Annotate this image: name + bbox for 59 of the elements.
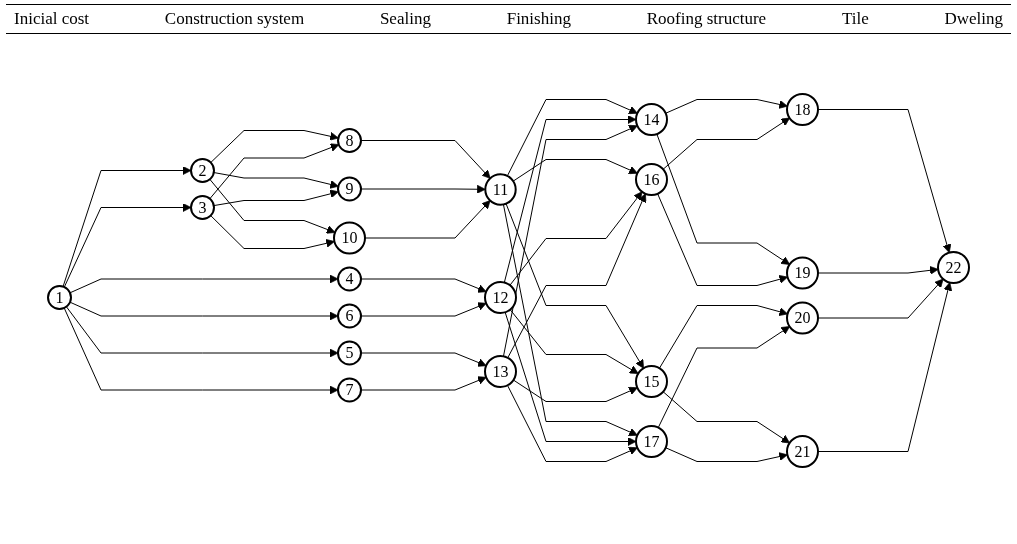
arrow [209, 178, 336, 234]
column-heading: Finishing [506, 9, 571, 29]
node-circle: 8 [337, 128, 362, 153]
column-heading: Sealing [379, 9, 431, 29]
arrow [656, 133, 790, 265]
node-circle: 5 [337, 340, 362, 366]
node-circle: 22 [937, 251, 970, 284]
column-heading: Inicial cost [14, 9, 90, 29]
arrow [657, 193, 788, 286]
arrow [69, 301, 339, 321]
arrow [657, 326, 790, 429]
node-circle: 6 [337, 303, 362, 329]
arrow [63, 307, 339, 395]
column-heading: Tile [841, 9, 869, 29]
node-circle: 9 [337, 176, 362, 202]
node-circle: 18 [786, 93, 819, 126]
arrow [210, 215, 335, 249]
arrow [509, 191, 643, 286]
node-circle: 4 [337, 266, 362, 292]
arrow [662, 391, 790, 444]
node-circle: 2 [190, 158, 215, 183]
arrow [69, 274, 339, 294]
arrow [512, 379, 638, 402]
node-circle: 19 [786, 256, 819, 290]
node-circle: 15 [635, 365, 668, 398]
node-circle: 14 [635, 103, 668, 136]
node-circle: 1 [47, 285, 72, 310]
arrow [507, 384, 638, 462]
arrow [209, 143, 340, 200]
arrow [506, 99, 638, 177]
node-circle: 7 [337, 377, 362, 403]
arrow [504, 311, 637, 446]
arrow [502, 203, 638, 437]
arrow [503, 124, 638, 357]
arrow [63, 203, 192, 288]
arrow [210, 130, 339, 163]
node-circle: 17 [635, 425, 668, 458]
node-circle: 16 [635, 163, 668, 196]
arrow [213, 189, 339, 207]
node-circle: 13 [484, 355, 517, 388]
arrow [665, 99, 788, 114]
node-circle: 20 [786, 301, 819, 335]
arrow [665, 447, 788, 462]
column-heading: Construction system [164, 9, 305, 29]
arrow [65, 306, 339, 358]
arrow [662, 117, 790, 170]
node-circle: 11 [484, 173, 517, 206]
arrow [503, 115, 637, 283]
node-circle: 3 [190, 195, 215, 220]
column-heading: Roofing structure [646, 9, 767, 29]
arrow [512, 159, 638, 182]
arrow [62, 166, 192, 288]
node-circle: 21 [786, 435, 819, 468]
arrow [658, 305, 788, 369]
node-circle: 10 [333, 221, 366, 255]
node-circle: 12 [484, 281, 517, 314]
arrow [213, 172, 339, 189]
column-heading: Dweling [944, 9, 1003, 29]
arrow [509, 309, 639, 374]
